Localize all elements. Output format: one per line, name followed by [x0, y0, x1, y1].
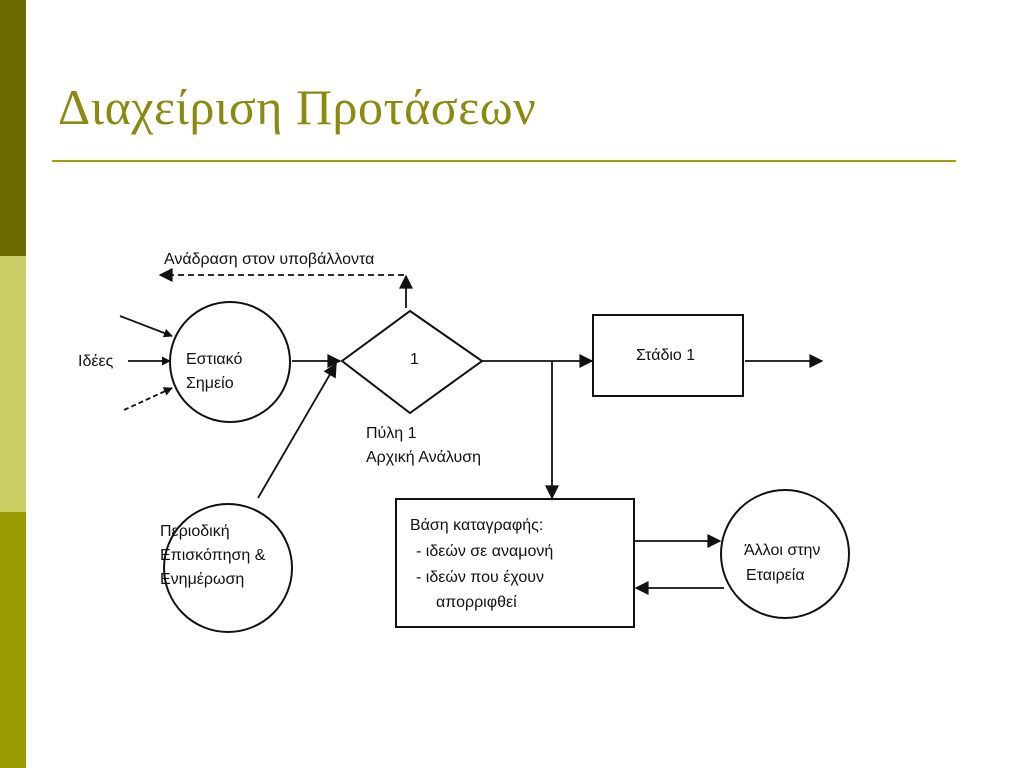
idea-arrow-top — [119, 315, 173, 338]
review-line3: Ενημέρωση — [160, 571, 244, 588]
review-line2: Επισκόπηση & — [160, 547, 266, 564]
review-circle — [163, 503, 293, 633]
others-line2: Εταιρεία — [746, 567, 805, 584]
focal-point-node: Εστιακό Σημείο — [169, 301, 291, 423]
sidebar-segment-middle — [0, 256, 26, 512]
database-box — [395, 498, 635, 628]
others-node: Άλλοι στην Εταιρεία — [720, 489, 850, 619]
database-line4: απορριφθεί — [436, 594, 517, 611]
ideas-label: Ιδέες — [78, 353, 114, 370]
sidebar-segment-top — [0, 0, 26, 256]
ideas-inputs: Ιδέες — [78, 315, 173, 411]
focal-point-line1: Εστιακό — [186, 351, 242, 368]
database-line3: - ιδεών που έχουν — [416, 569, 544, 586]
idea-arrow-bottom — [123, 387, 173, 411]
gate-label-line1: Πύλη 1 — [366, 425, 417, 442]
stage-label: Στάδιο 1 — [636, 347, 695, 364]
slide-title: Διαχείριση Προτάσεων — [58, 79, 537, 135]
sidebar-segment-bottom — [0, 512, 26, 768]
others-line1: Άλλοι στην — [744, 542, 820, 559]
review-to-gate-arrow — [257, 362, 337, 499]
title-underline — [52, 160, 956, 162]
database-line1: Βάση καταγραφής: — [410, 517, 543, 534]
feedback-loop: Ανάδραση στον υποβάλλοντα — [158, 251, 413, 308]
gate-node: 1 Πύλη 1 Αρχική Ανάλυση — [340, 309, 484, 466]
review-node: Περιοδική Επισκόπηση & Ενημέρωση — [160, 503, 293, 633]
gate-number: 1 — [410, 351, 419, 368]
database-line2: - ιδεών σε αναμονή — [416, 543, 553, 560]
gate-diamond — [340, 309, 484, 415]
focal-point-line2: Σημείο — [186, 375, 234, 392]
review-line1: Περιοδική — [160, 523, 230, 540]
others-circle — [720, 489, 850, 619]
stage-node: Στάδιο 1 — [592, 314, 744, 397]
database-node: Βάση καταγραφής: - ιδεών σε αναμονή - ιδ… — [395, 498, 635, 628]
stage-box — [592, 314, 744, 397]
focal-point-circle — [169, 301, 291, 423]
sidebar-stripe — [0, 0, 26, 768]
gate-label-line2: Αρχική Ανάλυση — [366, 449, 481, 466]
feedback-label: Ανάδραση στον υποβάλλοντα — [164, 251, 374, 268]
